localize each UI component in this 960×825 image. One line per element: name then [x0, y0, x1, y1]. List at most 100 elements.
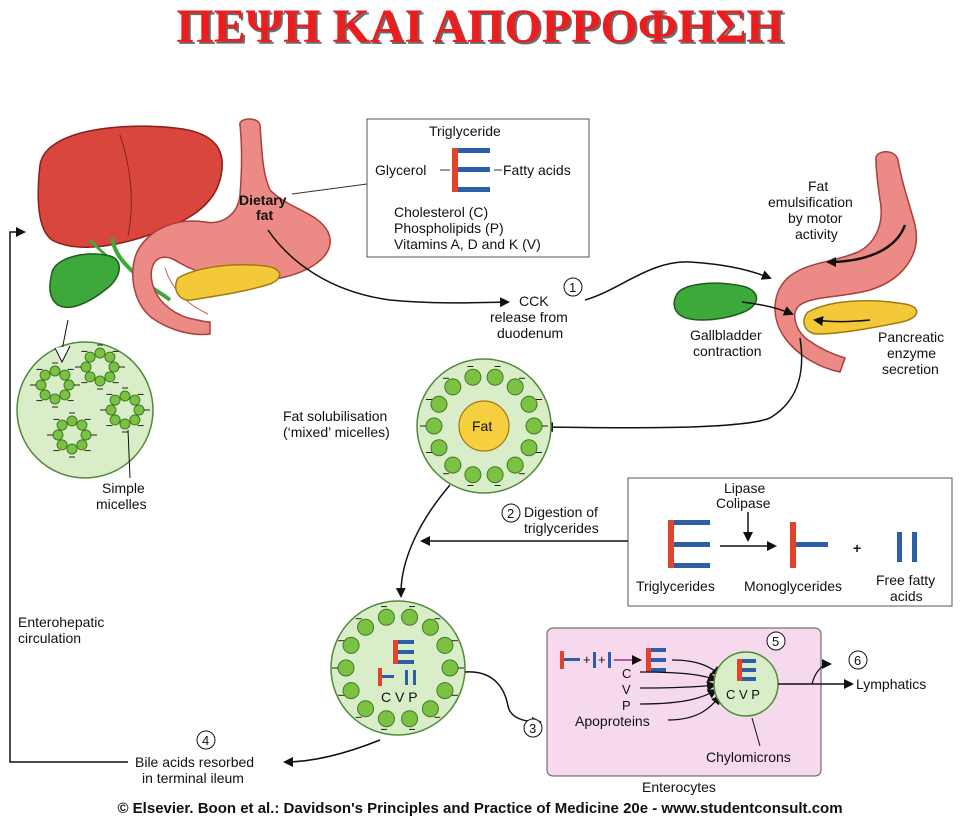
micelle-bead: [119, 418, 131, 430]
step-2-marker: 2: [501, 503, 521, 523]
enterocyte-p-label: P: [622, 698, 631, 713]
svg-text:1: 1: [569, 280, 576, 295]
micelle-bead: [377, 710, 395, 728]
svg-text:3: 3: [529, 721, 536, 736]
micelle-bead: [357, 618, 375, 636]
arrow-head-liver-to-micelles: [54, 345, 71, 364]
enterocytes-label: Enterocytes: [642, 779, 716, 795]
arrow-micelle-to-ileum: [283, 739, 381, 767]
micelle-bead: [342, 636, 360, 654]
micelle-bead: [56, 439, 68, 451]
free-fatty-acids-label-1: Free fatty: [876, 572, 935, 588]
micelle-bead: [430, 439, 448, 457]
svg-text:+: +: [598, 652, 606, 667]
legend-cholesterol-label: Cholesterol (C): [394, 204, 488, 220]
dietary-fat-label-2: fat: [256, 207, 273, 223]
gallbladder-label-1: Gallbladder: [690, 327, 762, 343]
micelle-bead: [520, 439, 538, 457]
micelle-bead: [66, 443, 78, 455]
micelle-bead: [436, 682, 454, 700]
svg-text:6: 6: [854, 653, 861, 668]
page-title: ΠΕΨΗ ΚΑΙ ΑΠΟΡΡΟΦΗΣΗ: [176, 0, 784, 53]
micelle-bead: [39, 369, 51, 381]
micelle-bead: [94, 375, 106, 387]
micelle-bead: [56, 419, 68, 431]
simple-micelles-label-2: micelles: [96, 496, 147, 512]
micelle-bead: [441, 659, 459, 677]
micelle-bead: [109, 414, 121, 426]
right-gallbladder-illustration: [673, 282, 758, 321]
arrow-liver-to-micelles: [61, 319, 69, 351]
enterocyte-v-label: V: [622, 682, 631, 697]
fat-emulsification-label-1: Fat: [808, 178, 828, 194]
colipase-label: Colipase: [716, 495, 771, 511]
arrow-duodenum-to-mixed-micelles: [543, 337, 803, 433]
digestion-label-1: Digestion of: [524, 504, 598, 520]
micelle-bead: [76, 439, 88, 451]
micelle-bead: [129, 394, 141, 406]
legend-glycerol-label: Glycerol: [375, 162, 426, 178]
micelle-bead: [105, 404, 117, 416]
micelle-cvp-label: C V P: [381, 689, 418, 705]
micelle-bead: [80, 361, 92, 373]
pancreatic-label-3: secretion: [882, 361, 939, 377]
micelle-bead: [59, 389, 71, 401]
step-4-marker: 4: [196, 730, 216, 750]
step-6-marker: 6: [848, 650, 868, 670]
arrow-gallbladder-contraction: [741, 301, 794, 316]
arrow-cck-to-duodenum: [584, 261, 772, 301]
pancreatic-label-2: enzyme: [887, 345, 936, 361]
micelle-bead: [444, 456, 462, 474]
mixed-micelle-illustration: [416, 358, 552, 494]
dietary-fat-label-1: Dietary: [239, 192, 287, 208]
cck-label-3: duodenum: [497, 325, 563, 341]
micelle-bead: [464, 368, 482, 386]
micelle-bead: [486, 466, 504, 484]
micelle-bead: [421, 618, 439, 636]
enterohepatic-label-1: Enterohepatic: [18, 614, 104, 630]
arrow-micelle-to-enterocyte: [464, 671, 542, 727]
chylomicron-cvp-label: C V P: [726, 687, 760, 702]
simple-micelles-label-1: Simple: [102, 480, 145, 496]
micelle-bead: [66, 415, 78, 427]
digestion-box: +: [627, 477, 953, 607]
micelle-bead: [35, 379, 47, 391]
arrow-pancreatic-secretion: [813, 316, 871, 327]
pancreas-illustration: [174, 264, 281, 301]
micelle-bead: [525, 417, 543, 435]
micelle-bead: [421, 700, 439, 718]
micelle-bead: [133, 404, 145, 416]
micelle-bead: [59, 369, 71, 381]
triglyceride-icon: [452, 148, 490, 192]
lipase-label: Lipase: [724, 480, 765, 496]
micelle-bead: [109, 394, 121, 406]
triglycerides-label: Triglycerides: [636, 578, 715, 594]
pancreatic-label-1: Pancreatic: [878, 329, 944, 345]
arrow-enterohepatic-circulation: [9, 227, 128, 763]
cck-label-1: CCK: [519, 293, 549, 309]
digested-micelle-illustration: [330, 600, 466, 736]
svg-text:4: 4: [202, 733, 209, 748]
simple-micelles-illustration: [16, 341, 154, 479]
micelle-bead: [76, 419, 88, 431]
micelle-bead: [63, 379, 75, 391]
fat-core-droplet: [458, 400, 510, 452]
gallbladder-label-2: contraction: [693, 343, 761, 359]
micelle-bead: [39, 389, 51, 401]
micelle-bead: [49, 393, 61, 405]
micelle-bead: [425, 417, 443, 435]
micelle-bead: [464, 466, 482, 484]
micelle-bead: [337, 659, 355, 677]
micelle-bead: [80, 429, 92, 441]
apoproteins-label: Apoproteins: [575, 713, 650, 729]
legend-phospholipids-label: Phospholipids (P): [394, 220, 504, 236]
legend-vitamins-label: Vitamins A, D and K (V): [394, 236, 541, 252]
free-fatty-acids-label-2: acids: [890, 588, 923, 604]
gallbladder-illustration: [49, 253, 120, 309]
arrow-emulsification: [826, 224, 907, 267]
step-3-marker: 3: [523, 718, 543, 738]
micelle-bead: [108, 361, 120, 373]
bile-acids-label-2: in terminal ileum: [142, 770, 244, 786]
micelle-bead: [401, 710, 419, 728]
